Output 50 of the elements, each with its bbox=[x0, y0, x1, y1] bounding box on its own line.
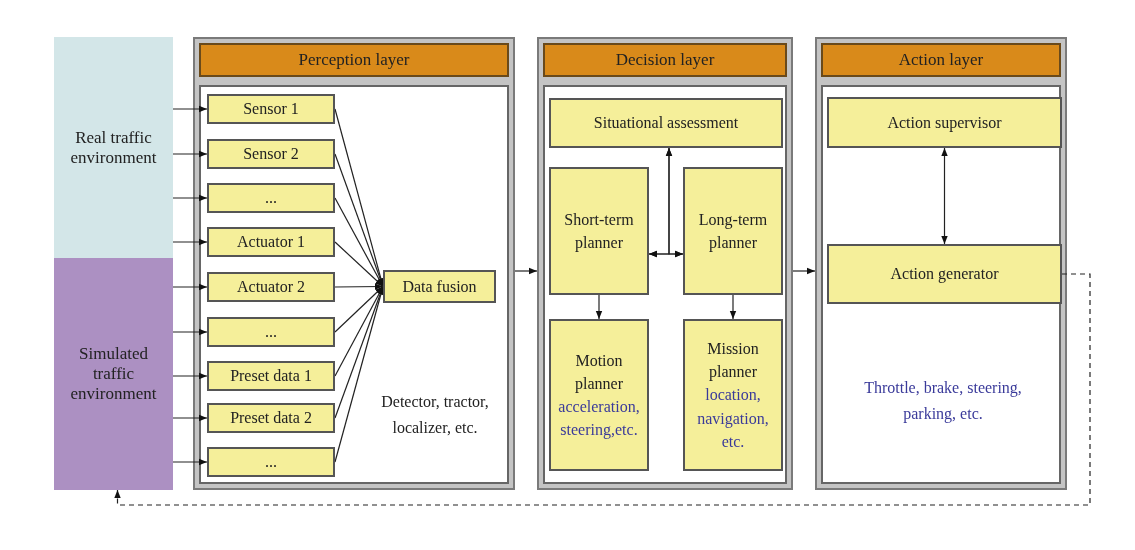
layer-header: Decision layer bbox=[543, 43, 787, 77]
environment-block: Simulated traffic environment bbox=[54, 258, 173, 490]
module-box: Action supervisor bbox=[827, 97, 1062, 148]
feedback-arrow bbox=[114, 273, 1091, 506]
arrow bbox=[172, 238, 208, 246]
layer-note: Detector, tractor, localizer, etc. bbox=[380, 392, 490, 438]
module-box: ... bbox=[207, 447, 335, 477]
arrow bbox=[172, 414, 208, 422]
environment-block: Real traffic environment bbox=[54, 37, 173, 258]
arrow bbox=[172, 328, 208, 336]
module-box: Preset data 2 bbox=[207, 403, 335, 433]
module-box: ... bbox=[207, 317, 335, 347]
module-box: Data fusion bbox=[383, 270, 496, 303]
module-box: Short-term planner bbox=[549, 167, 649, 295]
arrow bbox=[648, 250, 684, 258]
arrow bbox=[172, 194, 208, 202]
arrow bbox=[514, 267, 538, 275]
arrow bbox=[172, 372, 208, 380]
module-box: Sensor 1 bbox=[207, 94, 335, 124]
layer-frame bbox=[193, 37, 515, 490]
arrow bbox=[334, 241, 384, 288]
arrow bbox=[172, 105, 208, 113]
arrow bbox=[595, 294, 603, 320]
module-box: Preset data 1 bbox=[207, 361, 335, 391]
planner-box bbox=[549, 319, 649, 471]
arrow bbox=[941, 147, 948, 245]
box-title: Motion planner bbox=[574, 350, 624, 395]
layer-header: Action layer bbox=[821, 43, 1061, 77]
layer-header: Perception layer bbox=[199, 43, 509, 77]
module-box: Actuator 1 bbox=[207, 227, 335, 257]
layer-frame bbox=[815, 37, 1067, 490]
module-box: Long-term planner bbox=[683, 167, 783, 295]
arrow bbox=[729, 294, 737, 320]
arrow bbox=[172, 458, 208, 466]
module-box: Actuator 2 bbox=[207, 272, 335, 302]
layer-note: Throttle, brake, steering, parking, etc. bbox=[863, 378, 1023, 425]
planner-box bbox=[683, 319, 783, 471]
module-box: Situational assessment bbox=[549, 98, 783, 148]
box-detail: acceleration, steering,etc. bbox=[557, 397, 641, 441]
module-box: ... bbox=[207, 183, 335, 213]
arrow bbox=[792, 267, 816, 275]
module-box: Sensor 2 bbox=[207, 139, 335, 169]
arrow bbox=[334, 283, 384, 290]
box-title: Mission planner bbox=[706, 339, 760, 383]
box-detail: location, navigation, etc. bbox=[696, 385, 770, 452]
arrow bbox=[172, 283, 208, 291]
module-box: Action generator bbox=[827, 244, 1062, 304]
arrow bbox=[334, 285, 384, 333]
layer-frame bbox=[537, 37, 793, 490]
arrow bbox=[172, 150, 208, 158]
